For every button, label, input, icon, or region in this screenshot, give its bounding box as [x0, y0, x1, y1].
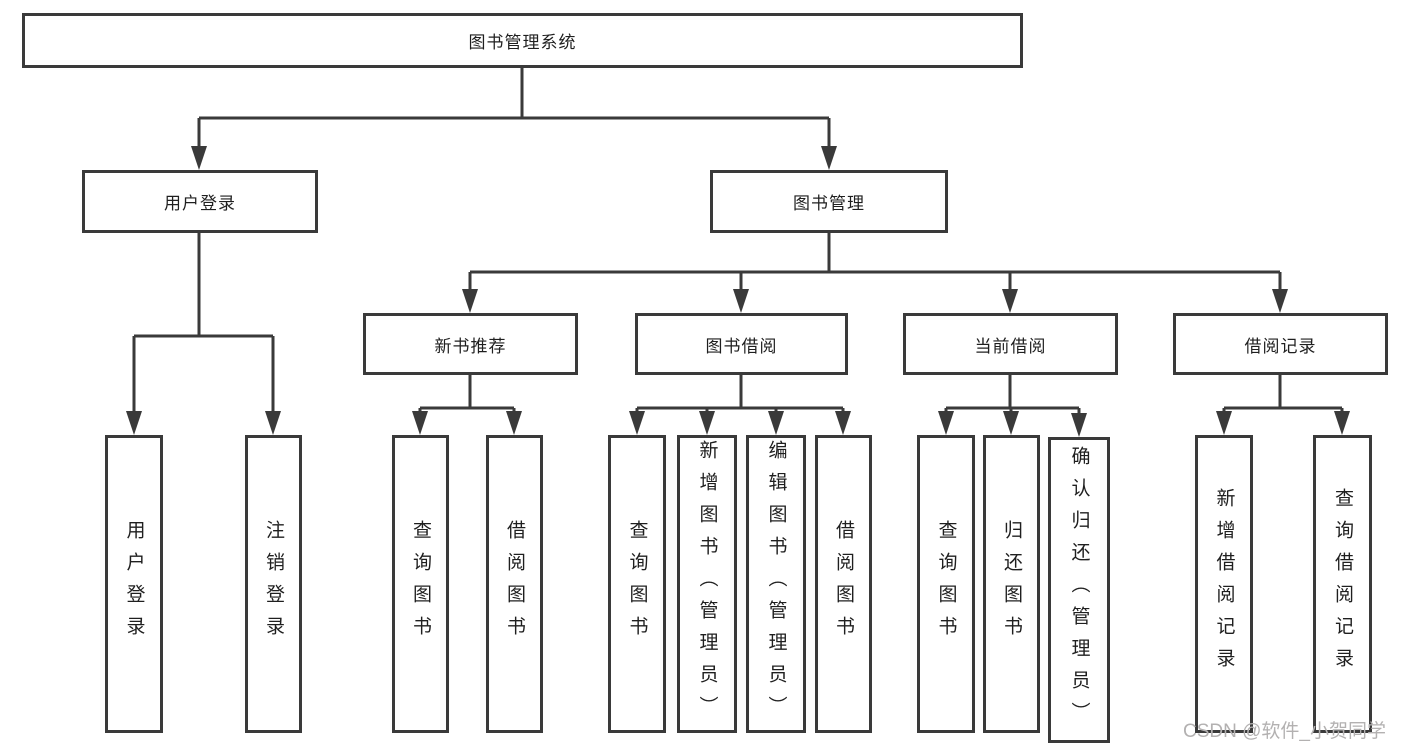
leaf-add-book-admin: 新增图书（管理员） [677, 435, 737, 733]
leaf-label: 查询借阅记录 [1332, 488, 1353, 680]
leaf-label: 查询图书 [935, 520, 957, 648]
leaf-query-books: 查询图书 [917, 435, 975, 733]
arrow-down-icon [1002, 289, 1018, 313]
arrow-down-icon [1272, 289, 1288, 313]
arrow-down-icon [1216, 411, 1232, 435]
csdn-watermark: CSDN @软件_小贺同学 [1183, 721, 1386, 742]
arrow-down-icon [1003, 411, 1019, 435]
node-user-login: 用户登录 [82, 170, 318, 233]
arrow-down-icon [126, 411, 142, 435]
leaf-query-borrow-record: 查询借阅记录 [1313, 435, 1372, 733]
node-book-borrow: 图书借阅 [635, 313, 848, 375]
node-label: 当前借阅 [974, 336, 1047, 356]
node-new-book-recommend: 新书推荐 [363, 313, 578, 375]
node-current-borrow: 当前借阅 [903, 313, 1118, 375]
leaf-query-books: 查询图书 [392, 435, 449, 733]
arrow-down-icon [629, 411, 645, 435]
node-borrow-records: 借阅记录 [1173, 313, 1388, 375]
leaf-logout: 注销登录 [245, 435, 302, 733]
arrow-down-icon [412, 411, 428, 435]
leaf-label: 查询图书 [626, 520, 648, 648]
leaf-label: 确认归还（管理员） [1068, 446, 1090, 734]
leaf-borrow-books: 借阅图书 [486, 435, 543, 733]
arrow-down-icon [265, 411, 281, 435]
arrow-down-icon [699, 411, 715, 435]
arrow-down-icon [821, 146, 837, 170]
leaf-label: 归还图书 [1001, 520, 1022, 648]
leaf-add-borrow-record: 新增借阅记录 [1195, 435, 1253, 733]
arrow-down-icon [191, 146, 207, 170]
leaf-edit-book-admin: 编辑图书（管理员） [746, 435, 806, 733]
leaf-confirm-return-admin: 确认归还（管理员） [1048, 437, 1110, 743]
leaf-label: 借阅图书 [504, 520, 525, 648]
arrow-down-icon [462, 289, 478, 313]
leaf-label: 查询图书 [410, 520, 431, 648]
node-label: 图书借阅 [705, 336, 778, 356]
arrow-down-icon [1334, 411, 1350, 435]
arrow-down-icon [938, 411, 954, 435]
leaf-borrow-books: 借阅图书 [815, 435, 872, 733]
arrow-down-icon [733, 289, 749, 313]
leaf-label: 编辑图书（管理员） [765, 440, 787, 728]
leaf-label: 借阅图书 [833, 520, 854, 648]
leaf-label: 用户登录 [123, 520, 145, 648]
node-label: 借阅记录 [1244, 336, 1317, 356]
node-label: 图书管理系统 [468, 33, 577, 52]
node-library-management-system: 图书管理系统 [22, 13, 1023, 68]
node-book-management: 图书管理 [710, 170, 948, 233]
node-label: 新书推荐 [434, 336, 507, 356]
leaf-return-books: 归还图书 [983, 435, 1040, 733]
arrow-down-icon [835, 411, 851, 435]
arrow-down-icon [1071, 413, 1087, 437]
arrow-down-icon [768, 411, 784, 435]
leaf-user-login: 用户登录 [105, 435, 163, 733]
leaf-label: 新增图书（管理员） [696, 440, 718, 728]
node-label: 图书管理 [793, 194, 865, 213]
arrow-down-icon [506, 411, 522, 435]
node-label: 用户登录 [164, 194, 236, 213]
leaf-query-books: 查询图书 [608, 435, 666, 733]
leaf-label: 新增借阅记录 [1213, 488, 1235, 680]
leaf-label: 注销登录 [263, 520, 284, 648]
